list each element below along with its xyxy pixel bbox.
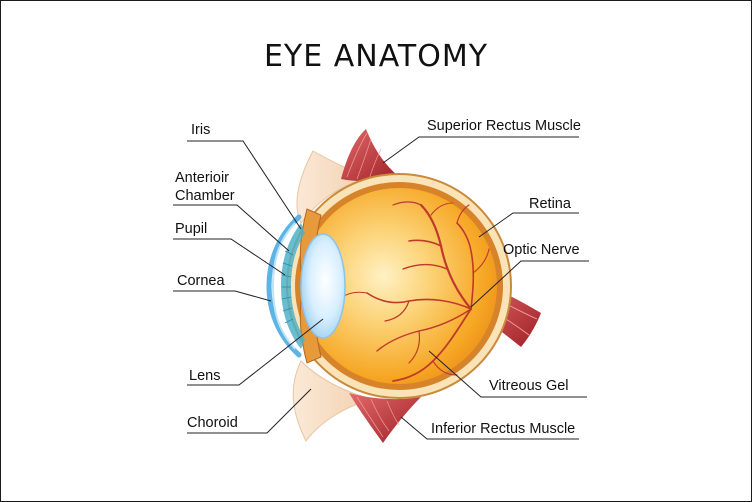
label-optic-nerve: Optic Nerve xyxy=(503,242,580,258)
inferior-rectus-muscle-shape xyxy=(349,393,421,443)
leader-inferior-rectus xyxy=(400,416,579,440)
retina-vessels xyxy=(338,201,490,382)
label-cornea: Cornea xyxy=(177,273,225,289)
superior-rectus-muscle-shape xyxy=(341,129,399,182)
leader-vitreous-gel xyxy=(428,350,587,398)
lens-shape xyxy=(300,233,346,339)
lower-eyelid xyxy=(292,360,374,442)
label-superior-rectus-muscle: Superior Rectus Muscle xyxy=(427,118,581,134)
leader-lines xyxy=(173,136,589,440)
label-anterior-chamber-line2: Chamber xyxy=(175,188,235,204)
upper-eyelid xyxy=(296,150,371,224)
eyeball-interior xyxy=(301,188,497,384)
diagram-title: EYE ANATOMY xyxy=(263,39,489,74)
leader-cornea xyxy=(173,290,272,302)
leader-lens xyxy=(187,318,324,386)
leader-choroid xyxy=(187,388,312,434)
label-pupil: Pupil xyxy=(175,221,207,237)
label-lens: Lens xyxy=(189,368,220,384)
anterior-chamber-shape xyxy=(281,223,305,349)
label-vitreous-gel: Vitreous Gel xyxy=(489,378,569,394)
label-inferior-rectus-muscle: Inferior Rectus Muscle xyxy=(431,421,575,437)
leader-optic-nerve xyxy=(470,260,589,308)
label-choroid: Choroid xyxy=(187,415,238,431)
label-retina: Retina xyxy=(529,196,572,212)
leader-pupil xyxy=(173,238,286,276)
label-iris: Iris xyxy=(191,122,210,138)
leader-superior-rectus xyxy=(382,136,579,164)
leader-iris xyxy=(187,140,302,230)
label-anterior-chamber-line1: Anterioir xyxy=(175,170,229,186)
leader-retina xyxy=(478,212,579,238)
leader-anterior-chamber xyxy=(173,204,290,252)
cornea-shape xyxy=(266,214,302,358)
